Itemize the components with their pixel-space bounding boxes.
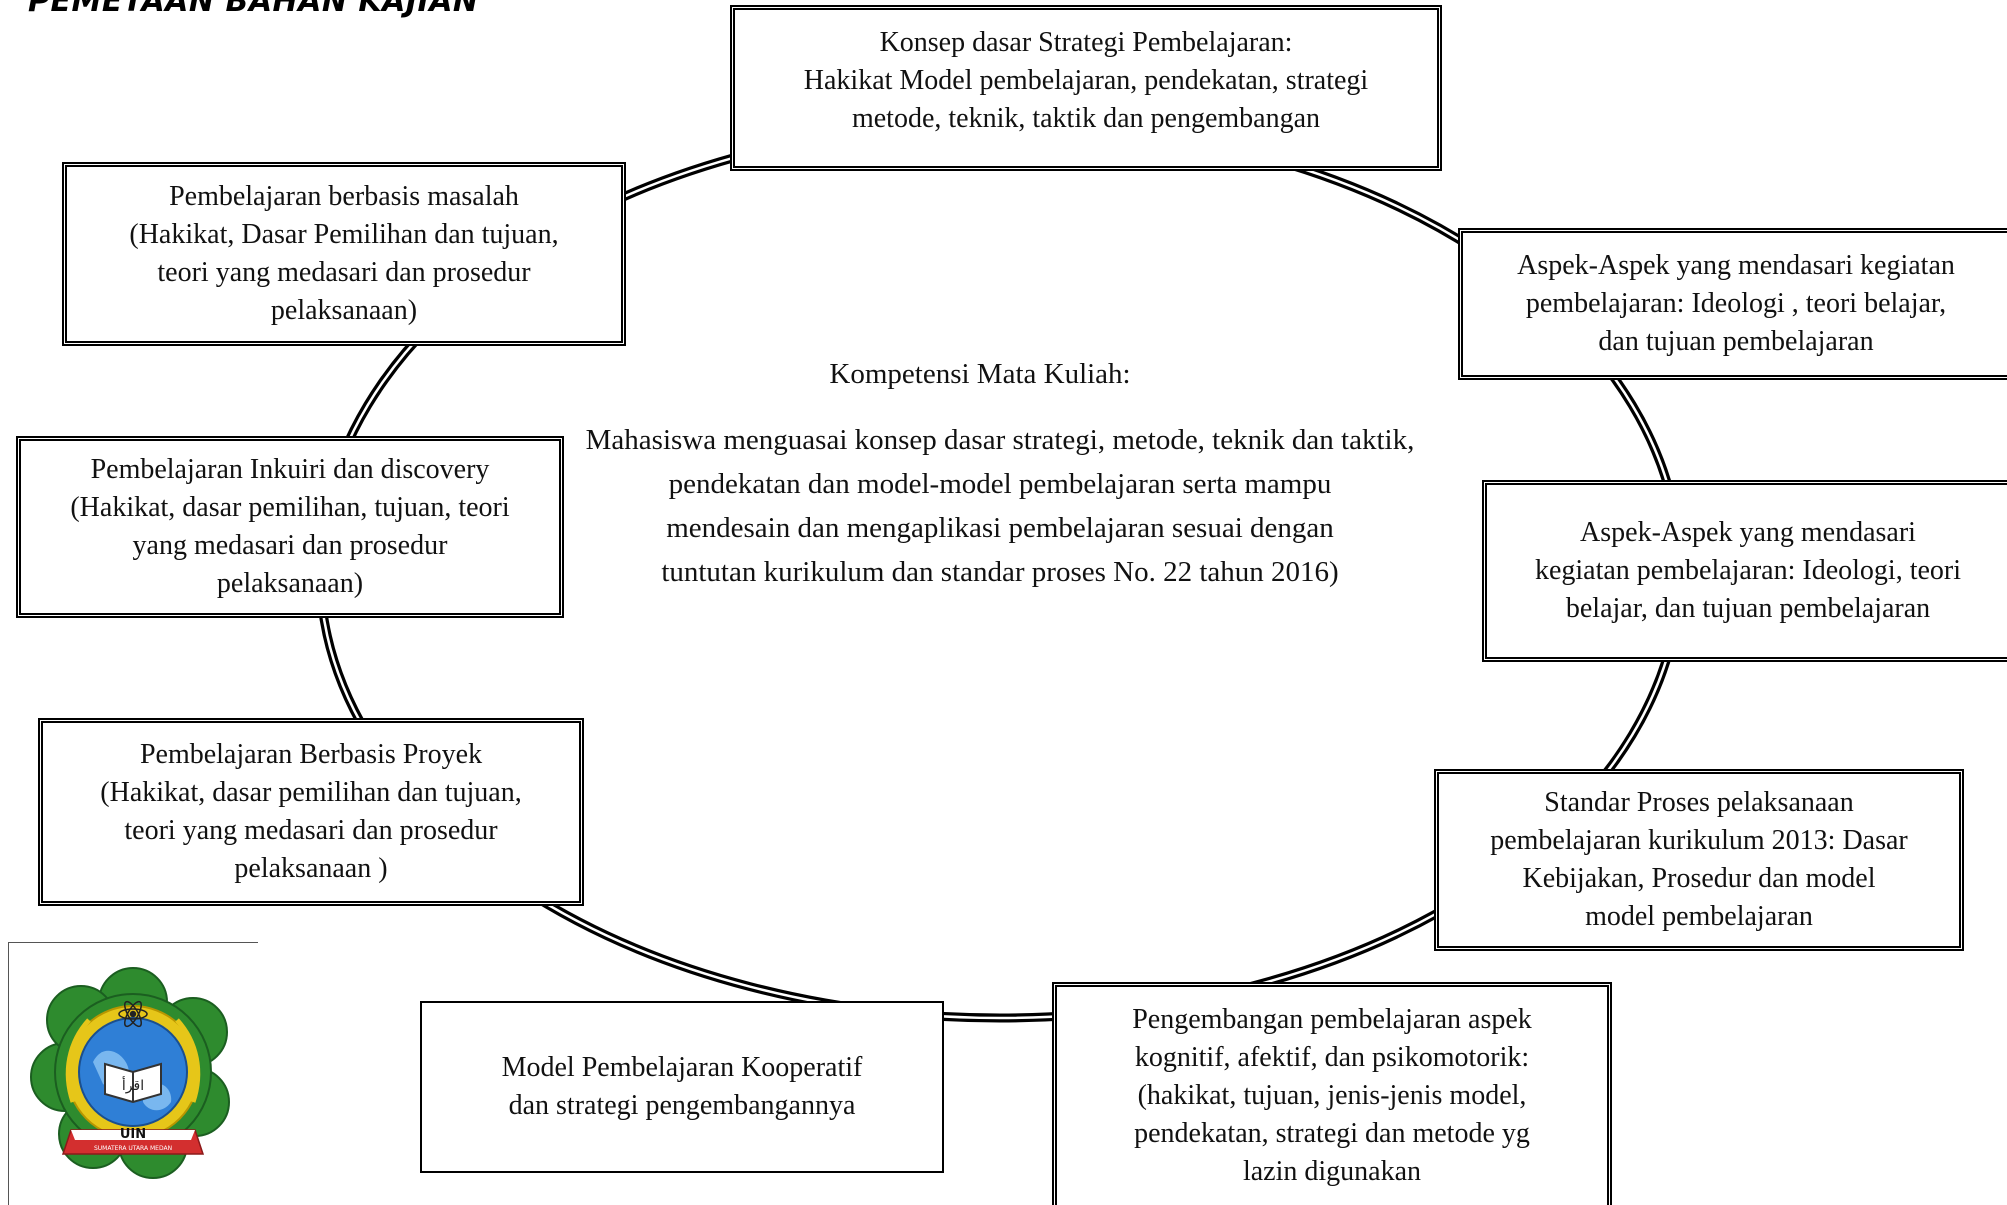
node-line: (Hakikat, dasar pemilihan, tujuan, teori xyxy=(70,492,510,523)
logo-frame-top xyxy=(8,942,258,943)
node-masalah: Pembelajaran berbasis masalah (Hakikat, … xyxy=(62,162,626,346)
node-line: Pembelajaran Berbasis Proyek xyxy=(139,739,483,770)
competency-line: mendesain dan mengaplikasi pembelajaran … xyxy=(666,512,1334,544)
page-title: PEMETAAN BAHAN KAJIAN xyxy=(28,0,479,19)
competency-description: Mahasiswa menguasai konsep dasar strateg… xyxy=(520,418,1480,594)
node-line: teori yang medasari dan prosedur xyxy=(124,815,498,846)
node-line: dan strategi pengembangannya xyxy=(508,1090,856,1121)
node-line: lazin digunakan xyxy=(1242,1156,1422,1187)
node-line: metode, teknik, taktik dan pengembangan xyxy=(851,103,1321,134)
node-kooperatif: Model Pembelajaran Kooperatif dan strate… xyxy=(420,1001,944,1173)
logo-book-text: اقرأ xyxy=(122,1076,144,1094)
node-line: Pengembangan pembelajaran aspek xyxy=(1132,1004,1532,1035)
competency-line: Mahasiswa menguasai konsep dasar strateg… xyxy=(585,424,1415,456)
node-line: Standar Proses pelaksanaan xyxy=(1544,787,1854,818)
node-line: (Hakikat, Dasar Pemilihan dan tujuan, xyxy=(129,219,559,250)
logo-frame-left xyxy=(8,942,9,1205)
node-pengembangan: Pengembangan pembelajaran aspek kognitif… xyxy=(1052,982,1612,1205)
node-line: Aspek-Aspek yang mendasari xyxy=(1580,517,1916,548)
competency-line: pendekatan dan model-model pembelajaran … xyxy=(668,468,1332,500)
node-line: Pembelajaran Inkuiri dan discovery xyxy=(90,454,490,485)
node-aspek-1: Aspek-Aspek yang mendasari kegiatan pemb… xyxy=(1458,228,2007,380)
node-line: pelaksanaan) xyxy=(216,568,364,599)
logo-frame: اقرأ UIN SUMATERA UTARA MEDAN xyxy=(8,942,258,1205)
node-inkuiri: Pembelajaran Inkuiri dan discovery (Haki… xyxy=(16,436,564,618)
node-line: Model Pembelajaran Kooperatif xyxy=(501,1052,863,1083)
node-line: pelaksanaan) xyxy=(270,295,418,326)
node-standar-proses: Standar Proses pelaksanaan pembelajaran … xyxy=(1434,769,1964,951)
node-line: teori yang medasari dan prosedur xyxy=(157,257,531,288)
node-line: pendekatan, strategi dan metode yg xyxy=(1134,1118,1530,1149)
uin-logo: اقرأ UIN SUMATERA UTARA MEDAN xyxy=(30,967,230,1179)
competency-line: tuntutan kurikulum dan standar proses No… xyxy=(661,556,1339,588)
node-line: pembelajaran kurikulum 2013: Dasar xyxy=(1490,825,1908,856)
node-line: Aspek-Aspek yang mendasari kegiatan xyxy=(1517,250,1955,281)
node-aspek-2: Aspek-Aspek yang mendasari kegiatan pemb… xyxy=(1482,480,2007,662)
node-proyek: Pembelajaran Berbasis Proyek (Hakikat, d… xyxy=(38,718,584,906)
node-line: kognitif, afektif, dan psikomotorik: xyxy=(1134,1042,1530,1073)
node-line: yang medasari dan prosedur xyxy=(132,530,448,561)
node-line: Pembelajaran berbasis masalah xyxy=(169,181,519,212)
node-line: model pembelajaran xyxy=(1585,901,1813,932)
node-line: belajar, dan tujuan pembelajaran xyxy=(1565,593,1931,624)
logo-subtext: SUMATERA UTARA MEDAN xyxy=(94,1145,172,1152)
node-line: Konsep dasar Strategi Pembelajaran: xyxy=(879,27,1293,58)
node-line: dan tujuan pembelajaran xyxy=(1598,326,1874,357)
node-konsep-dasar: Konsep dasar Strategi Pembelajaran: Haki… xyxy=(730,5,1442,171)
node-line: kegiatan pembelajaran: Ideologi, teori xyxy=(1534,555,1962,586)
logo-text: UIN xyxy=(120,1127,146,1142)
node-line: (Hakikat, dasar pemilihan dan tujuan, xyxy=(100,777,522,808)
node-line: pembelajaran: Ideologi , teori belajar, xyxy=(1525,288,1947,319)
node-line: (hakikat, tujuan, jenis-jenis model, xyxy=(1137,1080,1527,1111)
node-line: Hakikat Model pembelajaran, pendekatan, … xyxy=(803,65,1369,96)
competency-title: Kompetensi Mata Kuliah: xyxy=(829,358,1131,390)
node-line: pelaksanaan ) xyxy=(234,853,388,884)
node-line: Kebijakan, Prosedur dan model xyxy=(1522,863,1876,894)
